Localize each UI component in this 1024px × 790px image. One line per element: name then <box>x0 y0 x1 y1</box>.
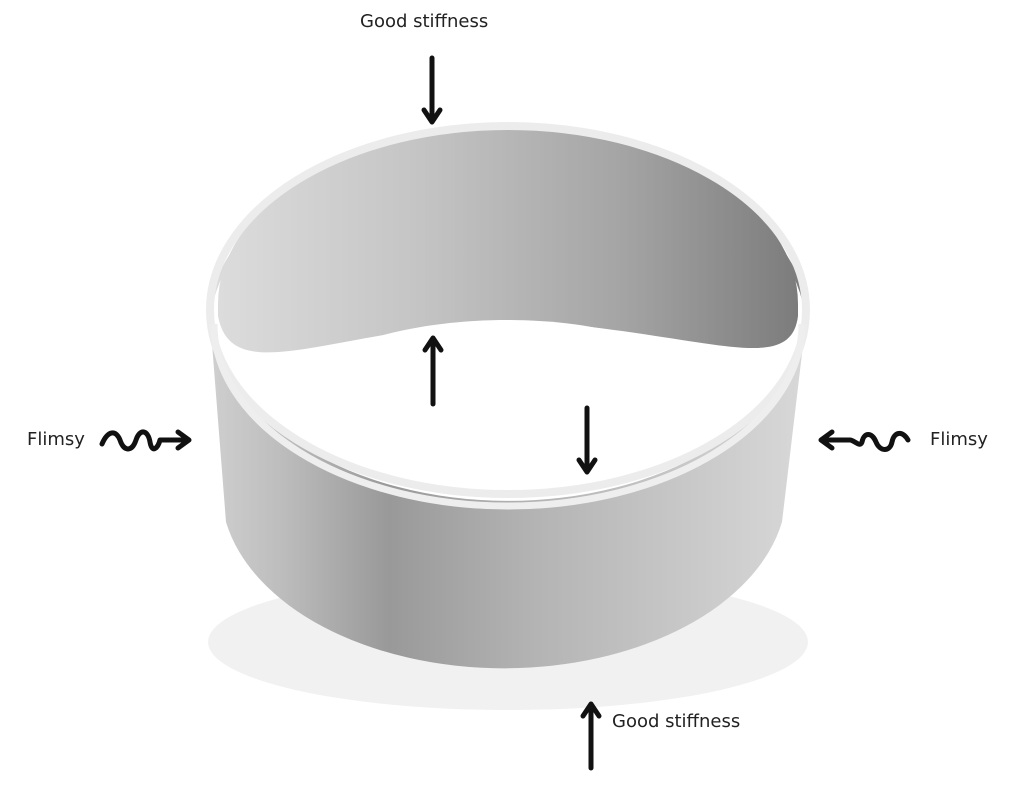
bottom-label: Good stiffness <box>612 711 741 732</box>
left-label: Flimsy <box>27 429 85 450</box>
ring-front-rim <box>210 323 806 510</box>
top-force-arrow <box>421 55 443 125</box>
inner-down-arrow <box>576 405 598 475</box>
left-wavy-arrow <box>99 429 192 452</box>
bottom-force-arrow <box>580 701 602 771</box>
ring-opening <box>272 320 748 490</box>
ring-outer-wall <box>210 318 806 669</box>
right-label: Flimsy <box>930 429 988 450</box>
inner-up-arrow <box>422 335 444 407</box>
ring-rim <box>206 122 810 498</box>
ring-interior-shading <box>218 126 798 353</box>
top-label: Good stiffness <box>360 11 489 32</box>
right-wavy-arrow <box>818 429 911 452</box>
